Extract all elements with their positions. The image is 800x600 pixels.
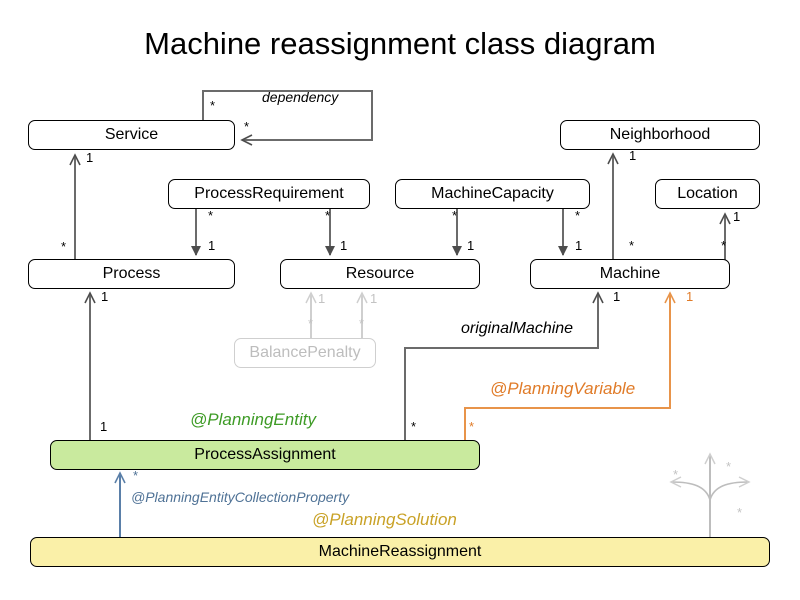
class-label: ProcessRequirement bbox=[194, 185, 344, 202]
multiplicity-process-service-far: 1 bbox=[86, 150, 94, 165]
class-service[interactable]: Service bbox=[28, 120, 235, 150]
annotation-planning-entity: @PlanningEntity bbox=[190, 410, 316, 429]
class-machine[interactable]: Machine bbox=[530, 259, 730, 289]
multiplicity-process-service-near: * bbox=[61, 239, 67, 254]
class-location[interactable]: Location bbox=[655, 179, 760, 209]
edge-planning-variable bbox=[464, 291, 676, 440]
multiplicity-pr-resource-near: * bbox=[325, 208, 331, 223]
multiplicity-dependency-target: * bbox=[244, 119, 250, 134]
multiplicity-bp-resource-right-near: * bbox=[359, 316, 365, 331]
class-machine-capacity[interactable]: MachineCapacity bbox=[395, 179, 590, 209]
class-label: ProcessAssignment bbox=[194, 446, 336, 463]
multiplicity-mc-machine-far: 1 bbox=[575, 238, 583, 253]
class-process-assignment[interactable]: ProcessAssignment bbox=[50, 440, 480, 470]
multiplicity-pa-process-near: 1 bbox=[100, 419, 108, 434]
multiplicity-solution-branch-up: * bbox=[726, 459, 732, 474]
multiplicity-bp-resource-left-far: 1 bbox=[318, 291, 326, 306]
class-label: MachineCapacity bbox=[431, 185, 554, 202]
edge-original-machine bbox=[404, 291, 604, 440]
class-label: Resource bbox=[345, 265, 415, 282]
multiplicity-original-machine-near: * bbox=[411, 419, 417, 434]
multiplicity-dependency-source: * bbox=[210, 98, 216, 113]
edge-service-dependency bbox=[202, 90, 373, 146]
multiplicity-mc-resource-far: 1 bbox=[467, 238, 475, 253]
multiplicity-mc-machine-near: * bbox=[575, 208, 581, 223]
multiplicity-bp-resource-right-far: 1 bbox=[370, 291, 378, 306]
page-title: Machine reassignment class diagram bbox=[144, 26, 656, 61]
edge-solution-branches bbox=[669, 452, 751, 537]
class-label: Service bbox=[104, 126, 159, 143]
class-label: Neighborhood bbox=[609, 126, 711, 143]
annotation-planning-solution: @PlanningSolution bbox=[312, 510, 457, 529]
multiplicity-solution-entity-near: * bbox=[133, 468, 139, 483]
class-process[interactable]: Process bbox=[28, 259, 235, 289]
multiplicity-pr-process-near: * bbox=[208, 208, 214, 223]
class-balance-penalty[interactable]: BalancePenalty bbox=[234, 338, 376, 368]
multiplicity-original-machine-far: 1 bbox=[613, 289, 621, 304]
multiplicity-planning-variable-far: 1 bbox=[686, 289, 694, 304]
class-label: Process bbox=[102, 265, 161, 282]
multiplicity-machine-neighborhood-near: * bbox=[629, 238, 635, 253]
class-process-requirement[interactable]: ProcessRequirement bbox=[168, 179, 370, 209]
multiplicity-mc-resource-near: * bbox=[452, 208, 458, 223]
multiplicity-machine-location-far: 1 bbox=[733, 209, 741, 224]
multiplicity-pa-process-far: 1 bbox=[101, 289, 109, 304]
annotation-planning-entity-collection-property: @PlanningEntityCollectionProperty bbox=[131, 489, 350, 505]
edge-label-dependency: dependency bbox=[262, 89, 339, 105]
annotation-planning-variable: @PlanningVariable bbox=[490, 379, 636, 398]
multiplicity-pr-resource-far: 1 bbox=[340, 238, 348, 253]
class-neighborhood[interactable]: Neighborhood bbox=[560, 120, 760, 150]
multiplicity-pr-process-far: 1 bbox=[208, 238, 216, 253]
multiplicity-bp-resource-left-near: * bbox=[308, 316, 314, 331]
class-label: BalancePenalty bbox=[249, 344, 361, 361]
multiplicity-machine-location-near: * bbox=[721, 238, 727, 253]
multiplicity-planning-variable-near: * bbox=[469, 419, 475, 434]
class-label: Location bbox=[677, 185, 738, 202]
multiplicity-solution-branch-left: * bbox=[673, 467, 679, 482]
class-label: MachineReassignment bbox=[318, 543, 482, 560]
class-machine-reassignment[interactable]: MachineReassignment bbox=[30, 537, 770, 567]
multiplicity-solution-branch-right: * bbox=[737, 505, 743, 520]
multiplicity-machine-neighborhood-far: 1 bbox=[629, 148, 637, 163]
class-label: Machine bbox=[599, 265, 661, 282]
edge-label-original-machine: originalMachine bbox=[461, 320, 574, 337]
class-resource[interactable]: Resource bbox=[280, 259, 480, 289]
